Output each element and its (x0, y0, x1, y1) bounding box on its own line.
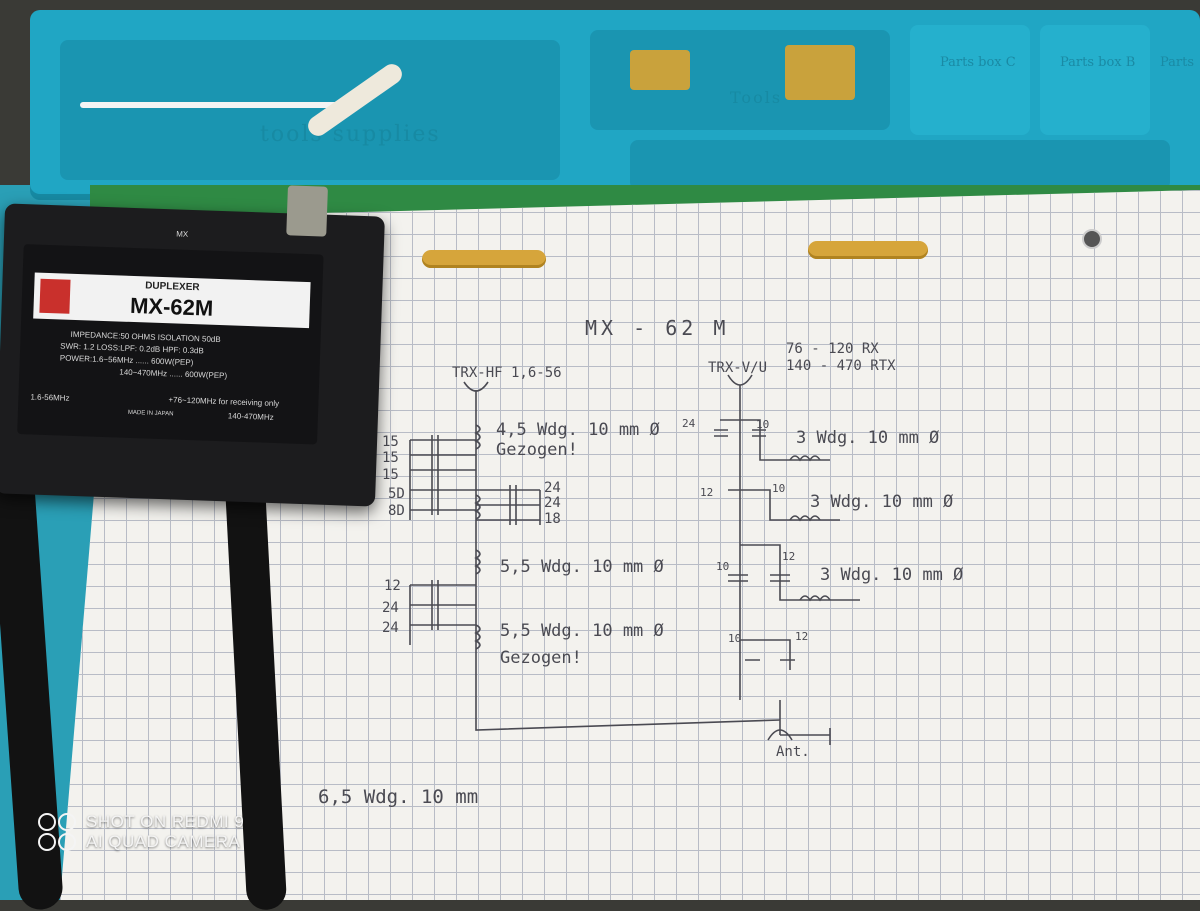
quad-camera-icon (38, 813, 76, 851)
hf-coil-3 (474, 549, 481, 575)
hf-cap-bank-mid (476, 489, 541, 525)
antenna-symbol (767, 728, 831, 745)
vhf-cap-7: 10 (728, 632, 742, 645)
vhf-cap-1: 24 (682, 417, 696, 430)
gold-connector-2 (785, 45, 855, 100)
schematic-title: MX - 62 M (585, 316, 730, 340)
hf-coil-4-label: 5,5 Wdg. 10 mm Ø (500, 621, 664, 641)
tray-brand-text: Tools (730, 88, 783, 107)
vhf-coil-2 (789, 515, 821, 522)
gold-connector-1 (630, 50, 690, 90)
origin-label: MADE IN JAPAN (127, 409, 174, 418)
vhf-coil-3-label: 3 Wdg. 10 mm Ø (820, 565, 964, 585)
tray-slot-bottom (630, 140, 1170, 190)
vhf-range-rx: 76 - 120 RX (786, 341, 879, 357)
vhf-cap-3: 12 (700, 486, 714, 499)
top-connector (286, 185, 328, 237)
vhf-coil-2-label: 3 Wdg. 10 mm Ø (810, 492, 954, 512)
hf-coil-3-label: 5,5 Wdg. 10 mm Ø (500, 557, 664, 577)
hf-coil-1-label: 4,5 Wdg. 10 mm Ø (496, 420, 660, 440)
spec-line-4: 140~470MHz ...... 600W(PEP) (119, 367, 228, 381)
hf-coil-4 (474, 624, 481, 650)
hf-port-device-label: 1.6-56MHz (30, 392, 70, 403)
hf-cap-8: 18 (544, 511, 561, 527)
tray-embossed-text: tools supplies (260, 122, 441, 147)
vhf-cap-8: 12 (795, 630, 809, 643)
watermark-line-1: SHOT ON REDMI 9 (86, 812, 245, 831)
vhf-stage-4 (740, 639, 795, 670)
camera-watermark: SHOT ON REDMI 9 AI QUAD CAMERA (38, 812, 244, 852)
hf-main-line (475, 390, 781, 731)
vhf-cap-5: 10 (716, 560, 730, 573)
receive-note: +76~120MHz for receiving only (168, 395, 280, 409)
parts-box-label: Parts (1160, 55, 1195, 70)
binder-clip-left (422, 250, 546, 268)
hf-cap-9: 12 (384, 578, 401, 594)
hf-coil-2 (474, 494, 481, 520)
hf-cap-plates-lower (431, 580, 439, 630)
device-label-strip: DUPLEXER MX-62M (33, 272, 311, 329)
hf-cap-3: 15 (382, 467, 399, 483)
vhf-port-symbol (727, 374, 753, 386)
vhf-port-device-label: 140-470MHz (227, 411, 274, 422)
hf-port-symbol (463, 381, 489, 392)
binder-clip-right (808, 241, 928, 259)
hf-cap-2: 15 (382, 450, 399, 466)
hf-coil-1 (474, 424, 481, 450)
device-front-panel: DUPLEXER MX-62M IMPEDANCE:50 OHMS ISOLAT… (17, 244, 324, 445)
hf-cap-10: 24 (382, 600, 399, 616)
hf-cap-plates-upper (431, 435, 439, 515)
parts-box-b-label: Parts box B (1060, 55, 1136, 70)
vhf-cap-4: 10 (772, 482, 786, 495)
hf-cap-1: 15 (382, 434, 399, 450)
vhf-coil-3 (799, 595, 831, 602)
vhf-main-line (739, 385, 781, 735)
hf-cap-6: 24 (544, 480, 561, 496)
hf-coil-1-note: Gezogen! (496, 440, 578, 460)
vhf-cap-2: 10 (756, 418, 770, 431)
hf-cap-7: 24 (544, 495, 561, 511)
punch-hole (1082, 229, 1102, 249)
vhf-stage-1 (720, 419, 830, 461)
spec-line-3: POWER:1.6~56MHz ...... 600W(PEP) (59, 353, 194, 368)
tray-slot-large (60, 40, 560, 180)
vhf-caps-1 (714, 429, 766, 437)
vhf-coil-1 (789, 455, 821, 462)
hf-cap-4: 5D (388, 486, 405, 502)
hf-coil-4-note: Gezogen! (500, 648, 582, 668)
vhf-coil-1-label: 3 Wdg. 10 mm Ø (796, 428, 940, 448)
top-port-label: MX (176, 229, 189, 239)
watermark-line-2: AI QUAD CAMERA (86, 832, 241, 851)
duplexer-device: MX DUPLEXER MX-62M IMPEDANCE:50 OHMS ISO… (0, 185, 385, 507)
parts-box-c (910, 25, 1030, 135)
cotton-swab (80, 102, 340, 108)
vhf-cap-6: 12 (782, 550, 796, 563)
hf-cap-plates-mid (509, 485, 517, 525)
footer-coil-note: 6,5 Wdg. 10 mm (318, 786, 479, 808)
antenna-label: Ant. (776, 744, 810, 760)
hf-cap-5: 8D (388, 503, 405, 519)
vhf-port-label: TRX-V/U (708, 360, 768, 376)
parts-box-c-label: Parts box C (940, 55, 1016, 70)
vhf-caps-2 (728, 574, 790, 582)
parts-box-b (1040, 25, 1150, 135)
hf-cap-11: 24 (382, 620, 399, 636)
hf-cap-bank-upper (409, 439, 476, 520)
hf-port-label: TRX-HF 1,6-56 (452, 365, 562, 381)
hf-cap-bank-lower (409, 584, 476, 645)
vhf-range-rtx: 140 - 470 RTX (786, 358, 896, 374)
tool-tray: tools supplies Tools Parts box C Parts b… (30, 10, 1200, 200)
